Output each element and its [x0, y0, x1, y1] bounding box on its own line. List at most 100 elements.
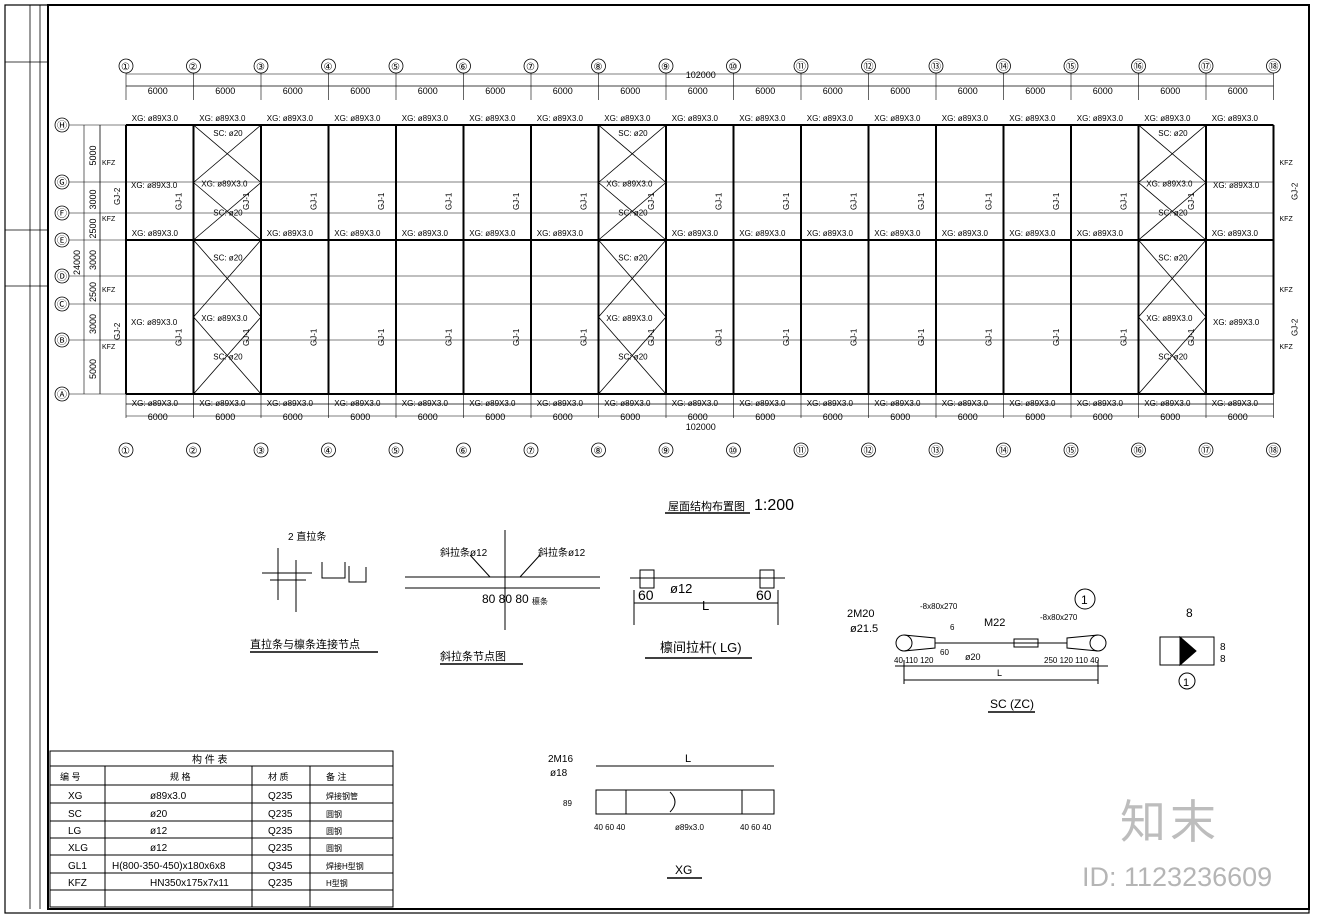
detail-diagonal-tie-left: 斜拉条ø12 — [440, 546, 488, 559]
axis-bubble — [253, 442, 269, 458]
xg-label: XG: ø89X3.0 — [807, 229, 854, 238]
table-cell: Q235 — [268, 791, 293, 802]
col-axis-label: ⑪ — [796, 61, 806, 73]
col-axis-label: ② — [189, 62, 198, 73]
col-axis-label: ④ — [324, 62, 333, 73]
detail-sc-turnbuckle: M22 — [984, 617, 1005, 629]
kfz-label: KFZ — [1280, 216, 1294, 223]
xg-label: XG: ø89X3.0 — [132, 114, 179, 123]
bay-dimension: 6000 — [823, 412, 843, 422]
axis-bubble — [1063, 442, 1079, 458]
brace-line — [193, 182, 262, 241]
brace-line — [1138, 316, 1207, 395]
axis-bubble — [253, 58, 269, 74]
xg-label: XG: ø89X3.0 — [606, 314, 653, 323]
watermark-logo: 知末 — [1120, 795, 1220, 849]
xg-label: XG: ø89X3.0 — [1212, 229, 1259, 238]
row-dimension: 5000 — [88, 359, 98, 379]
gj-label: GJ-1 — [242, 192, 251, 210]
table-cell: ø20 — [150, 809, 168, 820]
bay-dimension: 6000 — [890, 412, 910, 422]
member-table — [49, 750, 394, 908]
axis-bubble — [186, 58, 201, 74]
gj-label: GJ-1 — [917, 328, 926, 346]
table-cell: 焊接钢管 — [326, 791, 358, 801]
xg-label: XG: ø89X3.0 — [1212, 114, 1259, 123]
xg-label: XG: ø89X3.0 — [874, 114, 921, 123]
detail-sc-title: SC (ZC) — [990, 697, 1034, 711]
xg-label: XG: ø89X3.0 — [1009, 114, 1056, 123]
xg-label: XG: ø89X3.0 — [267, 399, 314, 408]
col-axis-label: ⑩ — [729, 62, 738, 73]
row-dimension: 3000 — [88, 250, 98, 270]
table-title: 构 件 表 — [192, 753, 228, 766]
total-length: 102000 — [686, 70, 716, 80]
xg-label: XG: ø89X3.0 — [267, 229, 314, 238]
axis-bubble — [54, 386, 70, 402]
table-cell: HN350x175x7x11 — [150, 878, 229, 889]
axis-bubble — [388, 442, 404, 458]
axis-bubble — [861, 58, 876, 74]
table-cell: Q235 — [268, 878, 293, 889]
table-cell: H(800-350-450)x180x6x8 — [112, 861, 226, 872]
sc-label: SC: ø20 — [1158, 208, 1188, 217]
bay-dimension: 6000 — [823, 86, 843, 96]
detail-weld-d1: 8 — [1186, 606, 1193, 620]
col-axis-label: ⑨ — [661, 446, 670, 457]
col-axis-label: ⑰ — [1201, 445, 1211, 457]
xg-label: XG: ø89X3.0 — [1009, 229, 1056, 238]
axis-bubble — [456, 442, 471, 458]
bay-dimension: 6000 — [485, 412, 505, 422]
plan-scale: 1:200 — [754, 497, 794, 514]
col-axis-label: ② — [189, 446, 198, 457]
xg-label: XG: ø89X3.0 — [469, 229, 516, 238]
axis-bubble — [321, 58, 336, 74]
table-header: 材 质 — [268, 771, 289, 782]
bay-dimension: 6000 — [283, 412, 303, 422]
sheet-border — [4, 4, 1310, 914]
bay-dimension: 6000 — [890, 86, 910, 96]
gj-label: GJ-1 — [985, 192, 994, 210]
xg-label: XG: ø89X3.0 — [1146, 314, 1193, 323]
gj-label: GJ-1 — [715, 328, 724, 346]
detail-sc-plate-right: -8x80x270 — [1040, 613, 1078, 622]
detail-sc-ref: 1 — [1081, 593, 1088, 607]
brace-line — [598, 239, 667, 318]
axis-bubble — [1198, 442, 1214, 458]
gj-label: GJ-1 — [242, 328, 251, 346]
table-cell: Q345 — [268, 861, 293, 872]
row-axis-label: Ⓒ — [57, 299, 67, 311]
table-cell: XG — [68, 791, 83, 802]
xg-label: XG: ø89X3.0 — [1144, 114, 1191, 123]
gj-label: GJ-1 — [917, 192, 926, 210]
detail-weld-d2: 8 — [1220, 642, 1226, 653]
detail-diagonal-tie-dims: 80 80 80 — [482, 592, 529, 606]
bay-dimension: 6000 — [1228, 412, 1248, 422]
detail-xg-pipe-dia: ø89x3.0 — [675, 823, 704, 832]
col-axis-label: ③ — [256, 62, 265, 73]
col-axis-label: ① — [121, 446, 130, 457]
gj-label: GJ-1 — [445, 328, 454, 346]
col-axis-label: ③ — [256, 446, 265, 457]
gj-label: GJ-1 — [377, 328, 386, 346]
detail-sc-brace — [895, 588, 1108, 713]
gj-label: GJ-1 — [580, 192, 589, 210]
kfz-label: KFZ — [102, 344, 116, 351]
xg-label: XG: ø89X3.0 — [739, 114, 786, 123]
xg-label: XG: ø89X3.0 — [537, 114, 584, 123]
xg-label: XG: ø89X3.0 — [1077, 114, 1124, 123]
detail-diagonal-tie-right: 斜拉条ø12 — [538, 546, 586, 559]
xg-label: XG: ø89X3.0 — [1077, 399, 1124, 408]
row-axis-label: Ⓐ — [57, 389, 67, 401]
table-cell: 焊接H型钢 — [326, 861, 364, 871]
detail-purlin-rod-title: 檩间拉杆( LG) — [660, 640, 742, 655]
bay-dimension: 6000 — [1093, 86, 1113, 96]
axis-bubble — [658, 442, 674, 458]
brace-line — [193, 124, 262, 183]
axis-bubble — [591, 58, 606, 74]
gj-label: GJ-1 — [512, 192, 521, 210]
col-axis-label: ⑤ — [391, 62, 400, 73]
gj-label: GJ-1 — [850, 328, 859, 346]
brace-line — [598, 124, 667, 183]
